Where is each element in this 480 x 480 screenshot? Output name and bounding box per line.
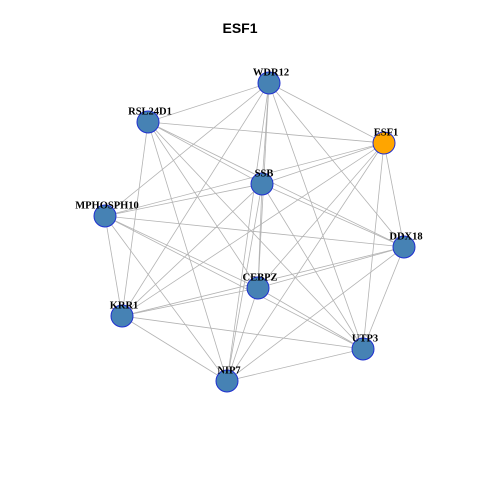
edge-cebpz-nip7 xyxy=(226,287,259,382)
edge-mphosph10-cebpz xyxy=(104,215,259,289)
node-cebpz[interactable] xyxy=(246,276,270,300)
edge-cebpz-utp3 xyxy=(257,287,364,350)
node-wdr12[interactable] xyxy=(257,71,281,95)
edge-mphosph10-krr1 xyxy=(104,215,123,317)
node-ssb[interactable] xyxy=(250,172,274,196)
edge-wdr12-esf1 xyxy=(268,82,385,144)
node-rsl24d1[interactable] xyxy=(136,110,160,134)
edge-esf1-ssb xyxy=(261,142,385,185)
edge-rsl24d1-utp3 xyxy=(147,121,364,350)
edge-rsl24d1-esf1 xyxy=(147,121,385,144)
edge-ssb-ddx18 xyxy=(261,183,405,248)
edge-rsl24d1-nip7 xyxy=(147,121,228,382)
node-esf1[interactable] xyxy=(372,131,396,155)
node-label-esf1: ESF1 xyxy=(374,127,399,138)
edge-esf1-utp3 xyxy=(362,142,385,350)
node-label-nip7: NIP7 xyxy=(217,365,240,376)
edge-wdr12-ddx18 xyxy=(268,82,405,248)
node-label-mphosph10: MPHOSPH10 xyxy=(75,200,139,211)
edge-krr1-nip7 xyxy=(121,315,228,382)
edges-layer xyxy=(104,82,405,382)
edge-ddx18-utp3 xyxy=(362,246,405,350)
node-utp3[interactable] xyxy=(351,337,375,361)
graph-title: ESF1 xyxy=(222,20,258,36)
edge-esf1-krr1 xyxy=(121,142,385,317)
node-label-ssb: SSB xyxy=(255,168,274,179)
edge-wdr12-mphosph10 xyxy=(104,82,270,217)
node-label-cebpz: CEBPZ xyxy=(242,272,277,283)
edge-utp3-nip7 xyxy=(226,348,364,382)
node-label-wdr12: WDR12 xyxy=(253,67,289,78)
edge-ddx18-nip7 xyxy=(226,246,405,382)
edge-mphosph10-utp3 xyxy=(104,215,364,350)
edge-esf1-nip7 xyxy=(226,142,385,382)
edge-wdr12-utp3 xyxy=(268,82,364,350)
edge-ssb-mphosph10 xyxy=(104,183,263,217)
edge-ssb-utp3 xyxy=(261,183,364,350)
edge-cebpz-krr1 xyxy=(121,287,259,317)
edge-ssb-cebpz xyxy=(257,183,263,289)
node-mphosph10[interactable] xyxy=(93,204,117,228)
node-ddx18[interactable] xyxy=(392,235,416,259)
node-label-krr1: KRR1 xyxy=(110,300,139,311)
node-label-ddx18: DDX18 xyxy=(389,231,422,242)
node-label-utp3: UTP3 xyxy=(352,333,378,344)
edge-esf1-ddx18 xyxy=(383,142,405,248)
node-krr1[interactable] xyxy=(110,304,134,328)
node-label-rsl24d1: RSL24D1 xyxy=(128,106,172,117)
edge-mphosph10-nip7 xyxy=(104,215,228,382)
edge-wdr12-rsl24d1 xyxy=(147,82,270,123)
edge-rsl24d1-ddx18 xyxy=(147,121,405,248)
edge-ssb-krr1 xyxy=(121,183,263,317)
edge-rsl24d1-cebpz xyxy=(147,121,259,289)
edge-esf1-mphosph10 xyxy=(104,142,385,217)
nodes-layer xyxy=(93,71,416,393)
node-nip7[interactable] xyxy=(215,369,239,393)
edge-rsl24d1-ssb xyxy=(147,121,263,185)
edge-ddx18-cebpz xyxy=(257,246,405,289)
edge-krr1-utp3 xyxy=(121,315,364,350)
edge-ssb-nip7 xyxy=(226,183,263,382)
edge-wdr12-krr1 xyxy=(121,82,270,317)
edge-esf1-cebpz xyxy=(257,142,385,289)
edge-mphosph10-ddx18 xyxy=(104,215,405,248)
